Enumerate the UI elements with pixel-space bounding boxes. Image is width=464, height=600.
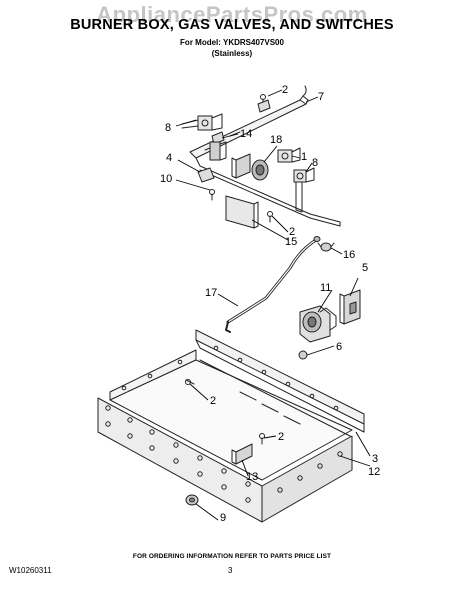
- callout-8a: 8: [165, 122, 171, 134]
- ordering-note: FOR ORDERING INFORMATION REFER TO PARTS …: [132, 553, 332, 560]
- gas-valve-upper: [181, 113, 227, 161]
- screws: [257, 94, 271, 113]
- watermark: AppliancePartsPros.com: [96, 2, 368, 27]
- callout-8b: 8: [312, 157, 318, 169]
- callout-1: 1: [301, 151, 307, 163]
- callout-4: 4: [166, 152, 172, 164]
- page-title: BURNER BOX, GAS VALVES, AND SWITCHES: [70, 17, 394, 33]
- callout-2c: 2: [210, 395, 216, 407]
- callout-10: 10: [160, 173, 172, 185]
- callout-15: 15: [285, 236, 297, 248]
- callout-13: 13: [246, 471, 258, 483]
- callout-6: 6: [336, 341, 342, 353]
- callout-3: 3: [372, 453, 378, 465]
- page-number: 3: [228, 566, 233, 575]
- callout-18: 18: [270, 134, 282, 146]
- callout-11: 11: [320, 282, 331, 294]
- gas-valve-right: [277, 147, 315, 213]
- callout-2d: 2: [278, 431, 284, 443]
- callout-17: 17: [205, 287, 217, 299]
- callout-5: 5: [362, 262, 368, 274]
- callout-2a: 2: [282, 84, 288, 96]
- leader-lines: [175, 89, 371, 521]
- finish-line: (Stainless): [211, 49, 253, 58]
- callout-12: 12: [368, 466, 380, 478]
- document-number: W10260311: [9, 566, 52, 575]
- burner-box: [97, 329, 365, 523]
- model-line: For Model: YKDRS407VS00: [180, 38, 284, 47]
- pressure-regulator: [299, 305, 337, 343]
- switch-bracket: [231, 153, 269, 181]
- callout-2b: 2: [289, 226, 295, 238]
- regulator-bracket: [339, 289, 361, 325]
- callout-9: 9: [220, 512, 226, 524]
- gas-tube: [225, 236, 321, 333]
- spark-module: [225, 195, 273, 229]
- callout-7: 7: [318, 91, 324, 103]
- fitting: [317, 242, 335, 252]
- bottom-bracket: [231, 433, 265, 465]
- callout-14: 14: [240, 128, 252, 140]
- callout-labels: 2 7 8 14 18 4 1 8 10 2 15 16 5 17 11 6 2…: [160, 84, 380, 524]
- callout-16: 16: [343, 249, 355, 261]
- nut-bottom: [185, 494, 199, 506]
- nut: [298, 350, 308, 360]
- bracket-clip: [197, 167, 215, 201]
